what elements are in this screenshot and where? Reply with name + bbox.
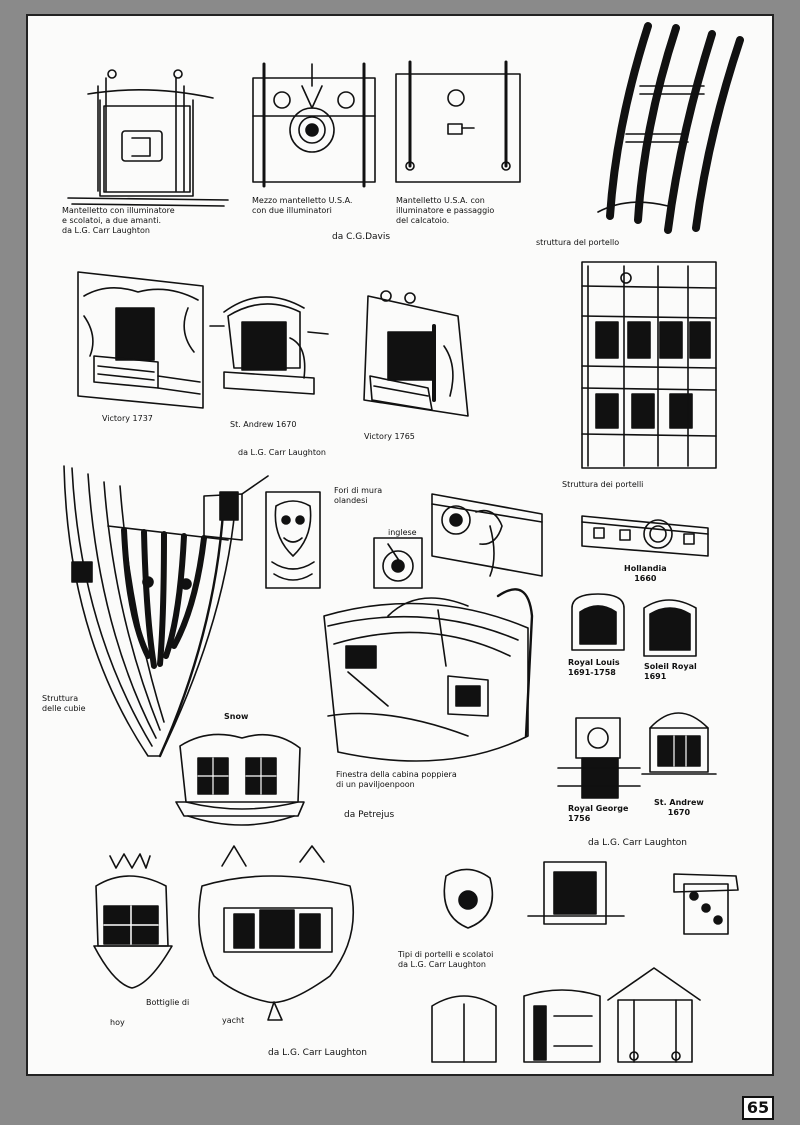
caption-yacht: yacht xyxy=(222,1016,245,1025)
caption-struttura-portelli: Struttura dei portelli xyxy=(562,480,644,489)
caption-source-carr-a: da L.G. Carr Laughton xyxy=(238,448,326,457)
drawing-royal-george xyxy=(557,717,641,799)
page-number: 65 xyxy=(742,1096,774,1120)
caption-source-carr-c: da L.G. Carr Laughton xyxy=(268,1048,367,1058)
caption-bottiglie: Bottiglie di xyxy=(146,998,190,1007)
drawing-struttura-cubie xyxy=(63,465,269,758)
drawing-yacht xyxy=(198,845,355,1021)
drawing-hoy xyxy=(93,853,173,989)
drawing-mascherone xyxy=(265,491,321,589)
caption-inglese: inglese xyxy=(388,528,417,537)
drawing-snow-window xyxy=(175,733,305,826)
caption-victory-1765: Victory 1765 xyxy=(364,432,415,441)
caption-mezzo-mantelletto: Mezzo mantelletto U.S.A. con due illumin… xyxy=(252,196,353,215)
drawing-soleil-royal xyxy=(643,599,697,657)
drawing-royal-louis xyxy=(571,593,625,651)
drawing-foro-inglese xyxy=(373,537,423,589)
drawing-victory-1737 xyxy=(77,271,204,409)
drawing-victory-1765 xyxy=(363,290,469,417)
caption-royal-louis: Royal Louis 1691-1758 xyxy=(568,658,620,677)
drawing-mantelletto-usa xyxy=(395,60,521,183)
caption-mantelletto-amanti: Mantelletto con illuminatore e scolatoi,… xyxy=(62,206,175,235)
caption-source-petrejus: da Petrejus xyxy=(344,810,395,820)
caption-victory-1737: Victory 1737 xyxy=(102,414,153,423)
drawing-struttura-portelli xyxy=(581,261,717,469)
drawing-st-andrew-1670-a xyxy=(209,296,329,395)
drawing-mezzo-mantelletto xyxy=(252,62,376,188)
drawing-hollandia xyxy=(581,515,709,557)
caption-struttura-cubie: Struttura delle cubie xyxy=(42,694,86,713)
caption-mantelletto-usa: Mantelletto U.S.A. con illuminatore e pa… xyxy=(396,196,495,225)
caption-struttura-portello: struttura del portello xyxy=(536,238,620,247)
caption-hollandia: Hollandia 1660 xyxy=(624,564,667,583)
caption-soleil-royal: Soleil Royal 1691 xyxy=(644,662,697,681)
illustrations xyxy=(63,22,744,1063)
caption-snow: Snow xyxy=(224,712,249,721)
drawing-foro-olandese xyxy=(431,493,543,577)
caption-source-carr-b: da L.G. Carr Laughton xyxy=(588,838,687,848)
caption-royal-george: Royal George 1756 xyxy=(568,804,629,823)
caption-finestra: Finestra della cabina poppiera di un pav… xyxy=(336,770,457,789)
page-sheet: Mantelletto con illuminatore e scolatoi,… xyxy=(26,14,774,1076)
caption-source-davis: da C.G.Davis xyxy=(332,232,391,242)
drawing-tipi-portelli xyxy=(431,861,739,1063)
caption-fori-di-mura: Fori di mura olandesi xyxy=(334,486,383,505)
drawing-struttura-portello xyxy=(597,22,744,234)
caption-st-andrew-1670-a: St. Andrew 1670 xyxy=(230,420,297,429)
caption-st-andrew-1670-b: St. Andrew 1670 xyxy=(654,798,704,817)
caption-hoy: hoy xyxy=(110,1018,125,1027)
drawing-st-andrew-1670-b xyxy=(641,712,717,775)
caption-tipi-portelli: Tipi di portelli e scolatoi da L.G. Carr… xyxy=(398,950,494,969)
drawing-mantelletto-amanti xyxy=(67,69,229,207)
drawing-finestra-cabina xyxy=(323,588,534,762)
